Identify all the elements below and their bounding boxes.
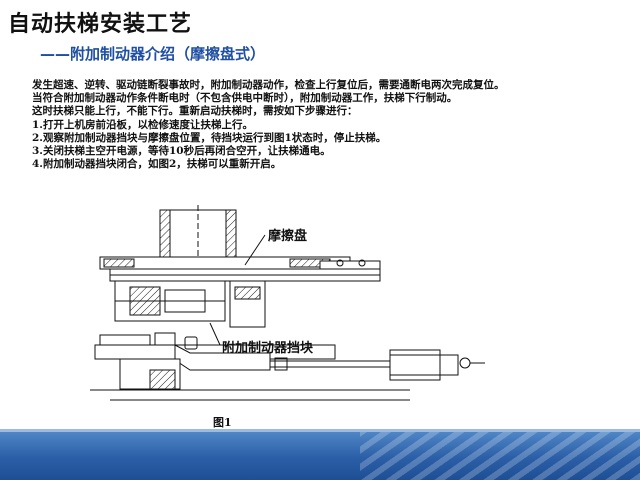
figure-caption: 图1 — [213, 416, 232, 429]
paragraph-2: 当符合附加制动器动作条件断电时（不包含供电中断时），附加制动器工作，扶梯下行制动… — [32, 92, 458, 105]
step-4: 4.附加制动器挡块闭合，如图2，扶梯可以重新开启。 — [32, 158, 282, 171]
step-3: 3.关闭扶梯主空开电源，等待10秒后再闭合空开，让扶梯通电。 — [32, 145, 331, 158]
footer-stripes — [360, 432, 640, 480]
label-brake-block: 附加制动器挡块 — [222, 341, 314, 356]
paragraph-3: 这时扶梯只能上行，不能下行。重新启动扶梯时，需按如下步骤进行： — [32, 105, 358, 118]
footer-line — [0, 429, 640, 432]
label-friction-disc: 摩擦盘 — [268, 229, 308, 244]
paragraph-1: 发生超速、逆转、驱动链断裂事故时，附加制动器动作，检查上行复位后，需要通断电两次… — [32, 79, 505, 91]
footer-bar — [0, 432, 640, 480]
step-1: 1.打开上机房前沿板，以检修速度让扶梯上行。 — [32, 118, 253, 131]
step-2: 2.观察附加制动器挡块与摩擦盘位置，待挡块运行到图1状态时，停止扶梯。 — [32, 131, 387, 144]
slide-subtitle: ——附加制动器介绍（摩擦盘式） — [40, 45, 266, 63]
brake-diagram — [90, 205, 485, 401]
slide-title: 自动扶梯安装工艺 — [8, 12, 193, 37]
body-text: 发生超速、逆转、驱动链断裂事故时，附加制动器动作，检查上行复位后，需要通断电两次… — [32, 79, 572, 171]
